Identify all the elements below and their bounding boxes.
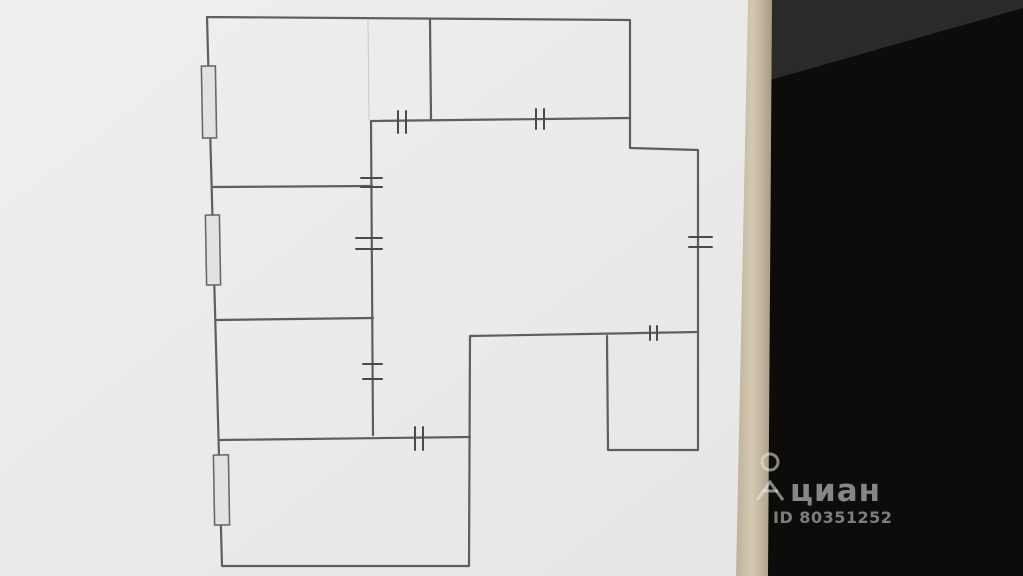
doors: [355, 108, 713, 451]
wall-shadow: [770, 0, 1023, 80]
wall-room-3: [218, 435, 472, 442]
faint-guideline: [367, 19, 370, 121]
door-2: [535, 108, 545, 130]
door-1: [397, 110, 407, 134]
wall-room-1: [210, 184, 374, 189]
watermark-brand: циан: [790, 473, 882, 509]
wall-room-2: [215, 316, 375, 322]
wall-small-room: [605, 330, 700, 452]
door-8: [414, 426, 424, 451]
door-5: [362, 363, 383, 380]
window-1: [200, 65, 218, 139]
window-3: [212, 454, 231, 526]
wall-corridor-left: [369, 119, 375, 437]
floor-plan: [205, 15, 700, 568]
door-3: [360, 177, 383, 188]
paper-sheet: [0, 0, 748, 576]
cian-house-pin-icon: [755, 452, 785, 501]
door-4: [355, 237, 383, 250]
window-2: [204, 214, 222, 286]
wall-corridor-top: [369, 116, 632, 123]
wall-top-rooms: [428, 18, 433, 122]
windows: [200, 65, 231, 526]
door-6: [688, 236, 713, 248]
door-7: [649, 325, 658, 341]
watermark-listing-id: ID 80351252: [773, 508, 893, 527]
